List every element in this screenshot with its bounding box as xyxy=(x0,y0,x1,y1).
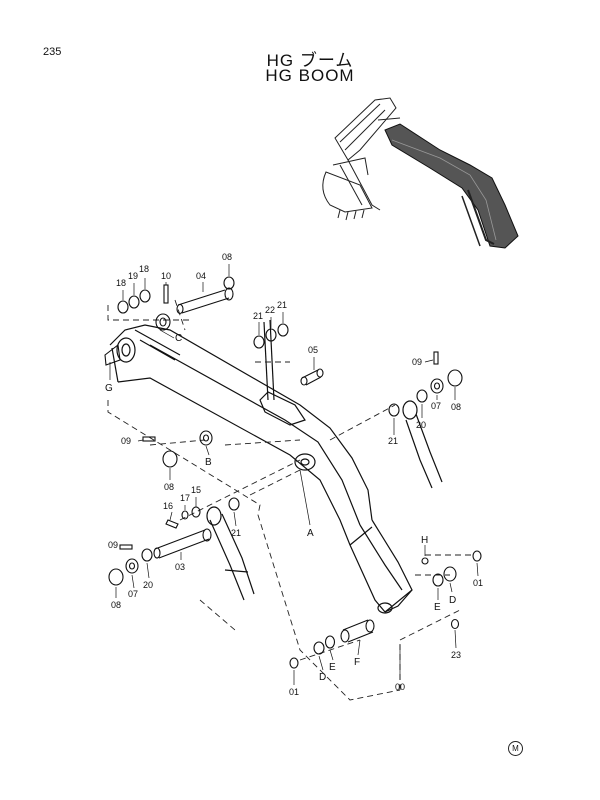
part-label-22: 22 xyxy=(265,305,275,315)
part-label-18: 18 xyxy=(116,278,126,288)
part-label-18: 18 xyxy=(139,264,149,274)
manual-mark-icon: M xyxy=(508,741,523,756)
reference-letter-g: G xyxy=(105,383,113,394)
part-label-23: 23 xyxy=(451,650,461,660)
part-label-09: 09 xyxy=(121,436,131,446)
part-label-15: 15 xyxy=(191,485,201,495)
reference-letter-b: B xyxy=(205,457,212,468)
part-label-07: 07 xyxy=(431,401,441,411)
part-label-21: 21 xyxy=(277,300,287,310)
letter-reference-labels: C G B A H E D D E F xyxy=(105,333,456,683)
boom-body xyxy=(109,319,413,614)
part-label-10: 10 xyxy=(161,271,171,281)
part-number-labels: 18 19 18 10 04 08 21 22 21 05 09 07 08 2… xyxy=(108,252,483,697)
part-label-09: 09 xyxy=(412,357,422,367)
part-label-09: 09 xyxy=(108,540,118,550)
part-label-21: 21 xyxy=(231,528,241,538)
part-label-05: 05 xyxy=(308,345,318,355)
part-label-17: 17 xyxy=(180,493,190,503)
part-label-20: 20 xyxy=(143,580,153,590)
reference-letter-f: F xyxy=(354,657,360,668)
reference-letter-h: H xyxy=(421,535,428,546)
part-label-20: 20 xyxy=(416,420,426,430)
part-label-21: 21 xyxy=(253,311,263,321)
page-title-japanese: HG ブーム xyxy=(266,51,354,70)
page-title-english: HG BOOM xyxy=(265,66,355,85)
part-label-08: 08 xyxy=(451,402,461,412)
reference-letter-e: E xyxy=(434,602,441,613)
reference-letter-d: D xyxy=(319,672,326,683)
part-label-08: 08 xyxy=(111,600,121,610)
page-number: 235 xyxy=(43,46,62,58)
part-label-16: 16 xyxy=(163,501,173,511)
part-label-08: 08 xyxy=(164,482,174,492)
part-label-07: 07 xyxy=(128,589,138,599)
parts-shapes xyxy=(104,276,482,669)
part-label-03: 03 xyxy=(175,562,185,572)
excavator-overview-inset xyxy=(322,97,519,249)
part-label-04: 04 xyxy=(196,271,206,281)
reference-letter-c: C xyxy=(175,333,182,344)
reference-letter-d: D xyxy=(449,595,456,606)
part-label-08: 08 xyxy=(222,252,232,262)
part-label-21: 21 xyxy=(388,436,398,446)
part-label-01: 01 xyxy=(473,578,483,588)
boom-cylinder-stubs xyxy=(206,400,443,601)
reference-letter-e: E xyxy=(329,662,336,673)
part-label-01: 01 xyxy=(289,687,299,697)
reference-letter-a: A xyxy=(307,528,314,539)
part-label-00: 00 xyxy=(395,682,405,692)
leader-lines xyxy=(109,264,479,685)
part-label-19: 19 xyxy=(128,271,138,281)
